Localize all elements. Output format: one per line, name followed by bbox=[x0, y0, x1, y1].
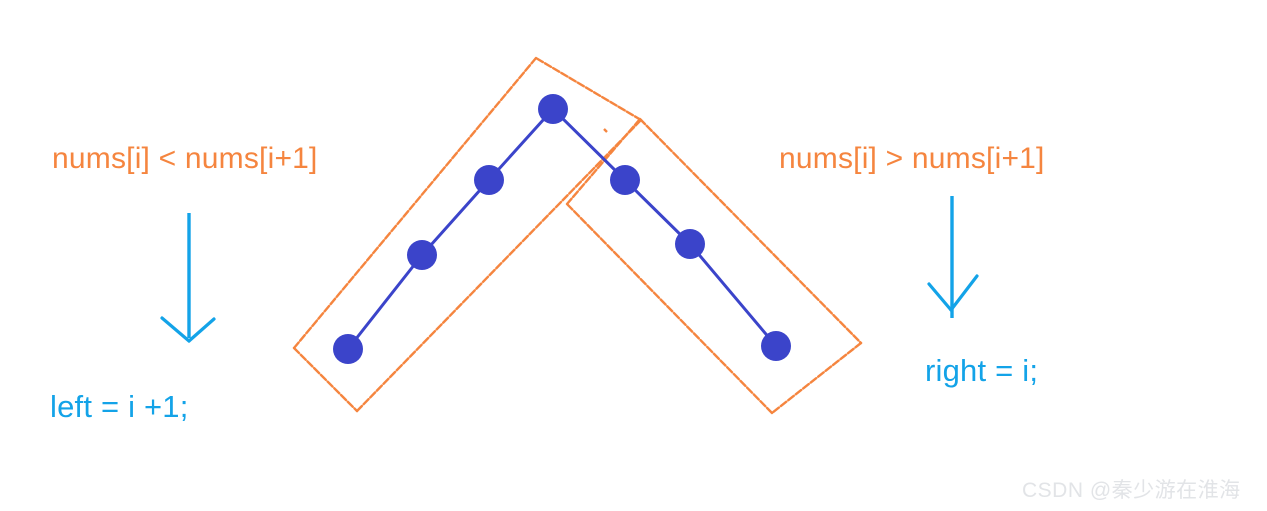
watermark: CSDN @秦少游在淮海 bbox=[1022, 479, 1241, 502]
left-arrow bbox=[160, 213, 216, 343]
condition-label-right: nums[i] > nums[i+1] bbox=[779, 142, 1045, 175]
condition-label-left: nums[i] < nums[i+1] bbox=[52, 142, 318, 175]
assignment-label-left: left = i +1; bbox=[50, 389, 189, 424]
data-node bbox=[474, 165, 504, 195]
data-node bbox=[407, 240, 437, 270]
assignment-label-right: right = i; bbox=[925, 353, 1039, 388]
data-node bbox=[610, 165, 640, 195]
descending-region-box bbox=[565, 117, 863, 415]
ascending-region-box bbox=[292, 56, 643, 413]
right-arrow bbox=[927, 196, 979, 318]
data-node bbox=[333, 334, 363, 364]
data-node bbox=[761, 331, 791, 361]
data-node bbox=[538, 94, 568, 124]
data-node-group bbox=[333, 94, 791, 364]
data-polyline bbox=[346, 107, 778, 351]
data-node bbox=[675, 229, 705, 259]
